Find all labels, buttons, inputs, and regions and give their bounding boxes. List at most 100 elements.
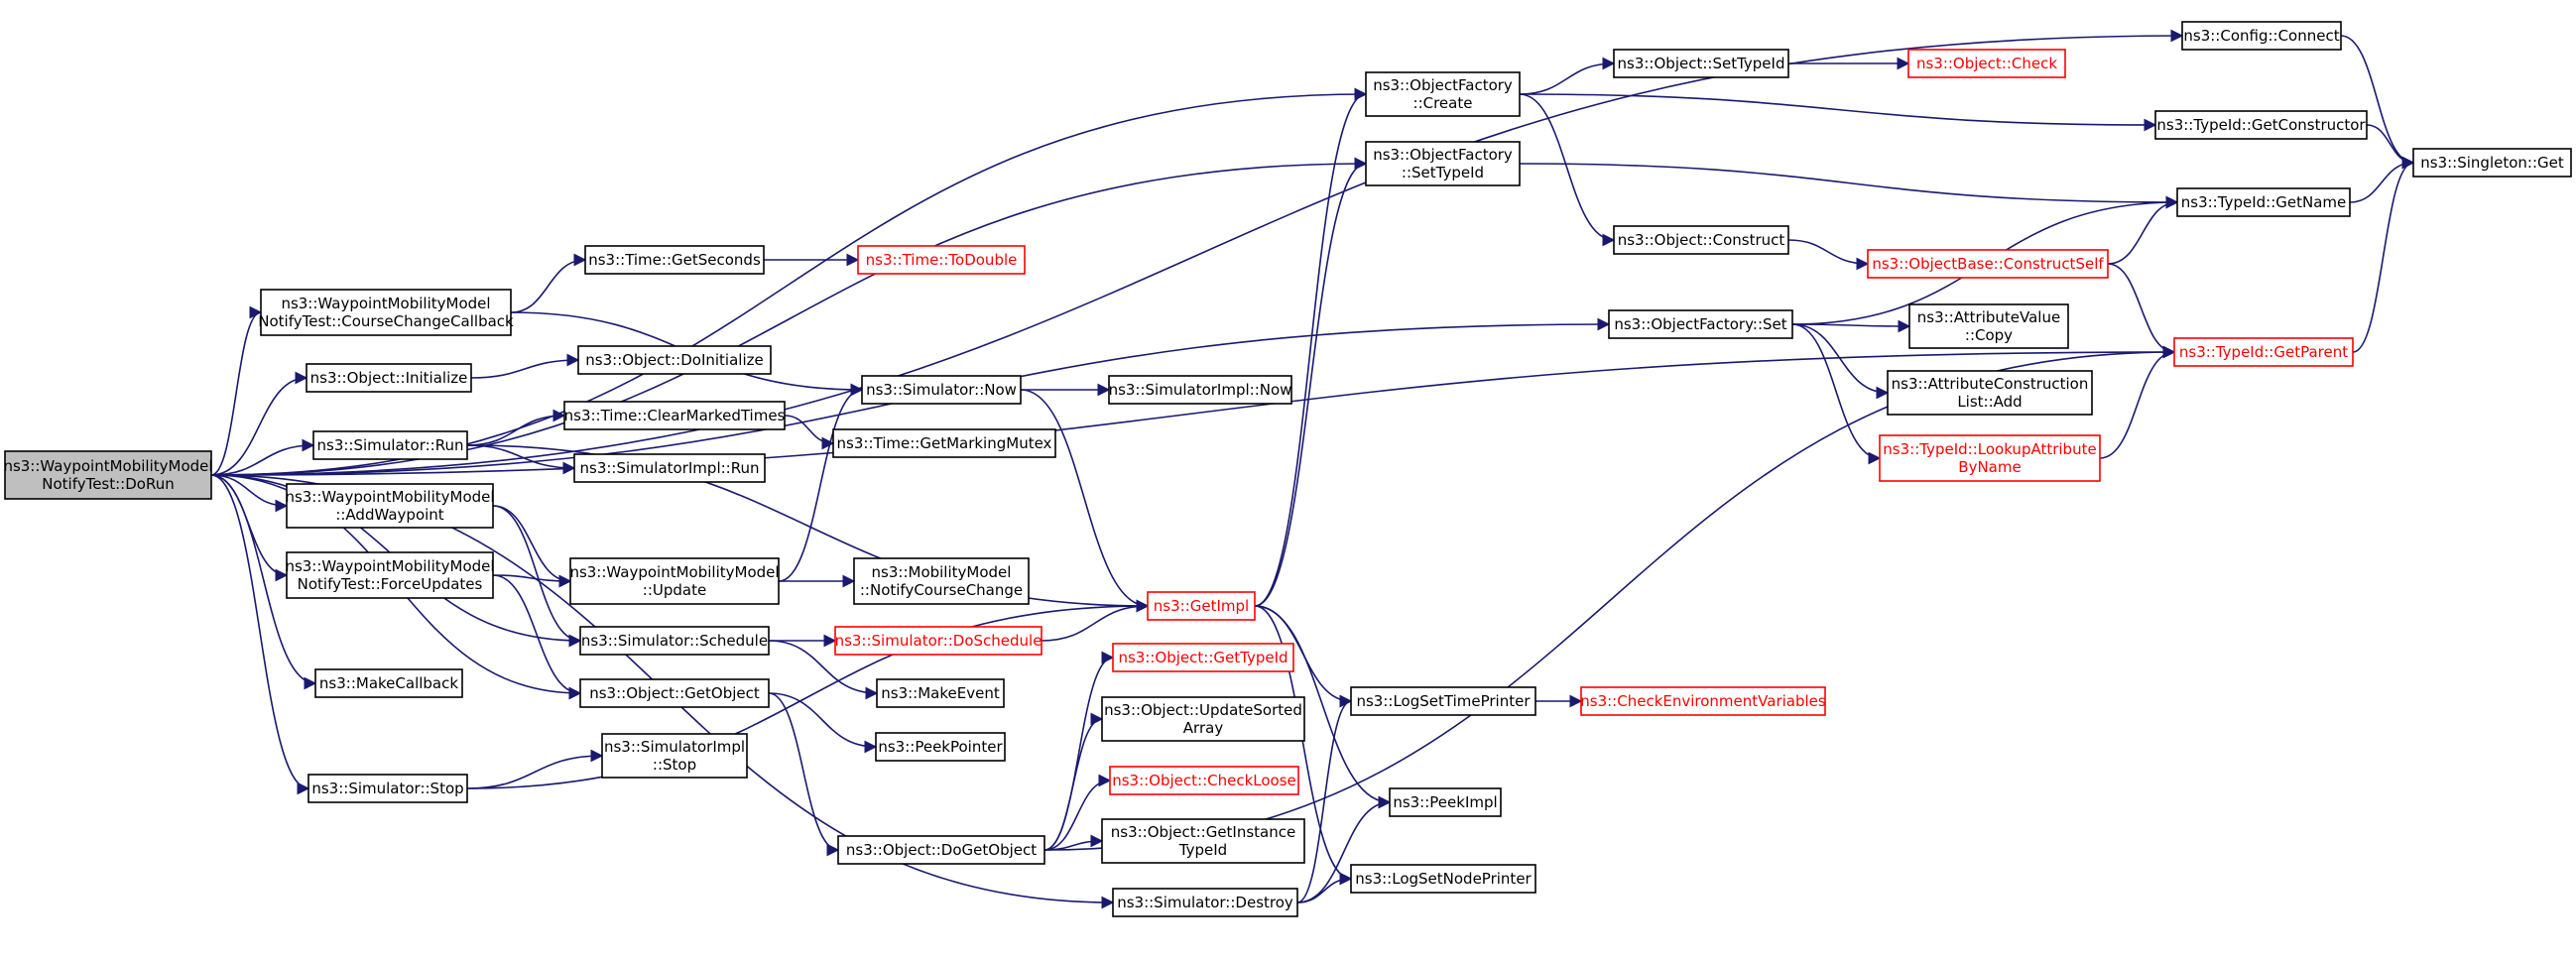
node-label: ns3::CheckEnvironmentVariables: [1580, 692, 1826, 710]
edge-typeid_getname-to-singleton_get: [2349, 156, 2415, 203]
node-of_set[interactable]: ns3::ObjectFactory::Set: [1608, 309, 1793, 339]
node-box: [1887, 370, 2093, 416]
node-box: [875, 732, 1006, 762]
node-mm_notifycoursechange[interactable]: ns3::MobilityModel::NotifyCourseChange: [853, 557, 1030, 605]
edge-time_clearmarked-to-time_getmarkingmutex: [784, 415, 835, 450]
node-simimpl_now[interactable]: ns3::SimulatorImpl::Now: [1108, 375, 1292, 405]
node-sim_now[interactable]: ns3::Simulator::Now: [861, 375, 1022, 405]
node-obj_gettypeid[interactable]: ns3::Object::GetTypeId: [1112, 643, 1294, 672]
node-checkenvvars[interactable]: ns3::CheckEnvironmentVariables: [1580, 686, 1826, 716]
node-time_todouble[interactable]: ns3::Time::ToDouble: [857, 245, 1026, 275]
node-typeid_getconstructor[interactable]: ns3::TypeId::GetConstructor: [2154, 110, 2368, 140]
edge-path: [1519, 93, 2157, 132]
node-box: [601, 733, 748, 779]
node-obj_dogetobject[interactable]: ns3::Object::DoGetObject: [837, 835, 1045, 865]
node-wmm_forceupdates[interactable]: ns3::WaypointMobilityModelNotifyTest::Fo…: [285, 551, 495, 599]
node-label: ns3::Object::GetTypeId: [1118, 649, 1288, 666]
edge-wmm_update-to-sim_now: [778, 383, 864, 582]
node-obj_construct[interactable]: ns3::Object::Construct: [1613, 225, 1789, 255]
node-of_create[interactable]: ns3::ObjectFactory::Create: [1365, 71, 1521, 117]
edge-typeid_lookupattr-to-typeid_getparent: [2099, 345, 2176, 459]
node-sim_destroy[interactable]: ns3::Simulator::Destroy: [1112, 888, 1298, 917]
node-obj_getobject[interactable]: ns3::Object::GetObject: [579, 678, 770, 708]
node-simimpl_stop[interactable]: ns3::SimulatorImpl::Stop: [601, 733, 748, 779]
node-box: [853, 557, 1030, 605]
node-label: ::SetTypeId: [1402, 164, 1484, 181]
edge-sim_stop-to-getimpl: [466, 599, 1150, 789]
edge-path: [768, 640, 879, 700]
node-label: ns3::LogSetNodePrinter: [1355, 870, 1532, 888]
node-root[interactable]: ns3::WaypointMobilityModelNotifyTest::Do…: [3, 450, 213, 500]
edge-path: [1519, 93, 1616, 247]
edge-path: [1296, 795, 1392, 903]
node-label: ns3::MakeCallback: [319, 674, 458, 692]
node-typeid_getparent[interactable]: ns3::TypeId::GetParent: [2173, 337, 2354, 367]
node-logsetnodeprinter[interactable]: ns3::LogSetNodePrinter: [1350, 864, 1536, 894]
edge-wmm_addwaypoint-to-wmm_update: [492, 505, 572, 588]
node-simimpl_run[interactable]: ns3::SimulatorImpl::Run: [573, 453, 766, 483]
node-config_connect[interactable]: ns3::Config::Connect: [2181, 21, 2342, 51]
node-label: ns3::MobilityModel: [872, 563, 1012, 581]
node-label: ns3::Object::UpdateSorted: [1104, 701, 1302, 719]
edge-obj_construct-to-objbase_constructself: [1787, 239, 1870, 271]
node-sim_stop[interactable]: ns3::Simulator::Stop: [307, 774, 468, 803]
node-obj_checkloose[interactable]: ns3::Object::CheckLoose: [1109, 766, 1299, 795]
node-typeid_getname[interactable]: ns3::TypeId::GetName: [2176, 187, 2351, 217]
edge-path: [1791, 319, 1911, 333]
node-objbase_constructself[interactable]: ns3::ObjectBase::ConstructSelf: [1867, 249, 2109, 279]
node-box: [1101, 818, 1305, 864]
edge-path: [2107, 263, 2176, 359]
node-box: [857, 245, 1026, 275]
node-sim_doschedule[interactable]: ns3::Simulator::DoSchedule: [834, 626, 1043, 656]
node-label: ns3::SimulatorImpl: [604, 738, 745, 756]
node-time_getmarkingmutex[interactable]: ns3::Time::GetMarkingMutex: [832, 428, 1056, 458]
node-label: ns3::Simulator::Stop: [311, 780, 463, 797]
edge-path: [1296, 872, 1353, 903]
edge-root-to-obj_initialize: [210, 371, 308, 476]
edge-path: [1519, 163, 2179, 209]
node-makecallback[interactable]: ns3::MakeCallback: [314, 668, 463, 698]
node-peekimpl[interactable]: ns3::PeekImpl: [1389, 787, 1502, 817]
node-wmm_update[interactable]: ns3::WaypointMobilityModel::Update: [569, 557, 780, 605]
edge-path: [1519, 57, 1616, 95]
node-time_clearmarked[interactable]: ns3::Time::ClearMarkedTimes: [563, 401, 786, 430]
node-sim_run[interactable]: ns3::Simulator::Run: [312, 430, 468, 460]
node-obj_check[interactable]: ns3::Object::Check: [1907, 49, 2066, 78]
node-obj_settypeid[interactable]: ns3::Object::SetTypeId: [1613, 49, 1789, 78]
node-obj_doinitialize[interactable]: ns3::Object::DoInitialize: [577, 345, 772, 375]
node-singleton_get[interactable]: ns3::Singleton::Get: [2412, 148, 2572, 178]
node-label: ns3::Object::SetTypeId: [1618, 55, 1785, 72]
node-time_getseconds[interactable]: ns3::Time::GetSeconds: [584, 245, 765, 275]
node-box: [569, 557, 780, 605]
edge-path: [1791, 323, 1882, 465]
node-makeevent[interactable]: ns3::MakeEvent: [876, 678, 1005, 708]
node-label: ns3::AttributeValue: [1917, 308, 2060, 326]
node-peekpointer[interactable]: ns3::PeekPointer: [875, 732, 1006, 762]
node-course_change_cb[interactable]: ns3::WaypointMobilityModelNotifyTest::Co…: [258, 289, 514, 336]
node-logsettimeprinter[interactable]: ns3::LogSetTimePrinter: [1350, 686, 1536, 716]
node-sim_schedule[interactable]: ns3::Simulator::Schedule: [579, 626, 770, 656]
edge-wmm_forceupdates-to-wmm_update: [492, 574, 572, 588]
node-wmm_addwaypoint[interactable]: ns3::WaypointMobilityModel::AddWaypoint: [285, 483, 495, 529]
node-box: [579, 626, 770, 656]
node-getimpl[interactable]: ns3::GetImpl: [1147, 591, 1256, 621]
node-attrvalue_copy[interactable]: ns3::AttributeValue::Copy: [1908, 303, 2069, 349]
node-label: NotifyTest::DoRun: [42, 475, 174, 493]
edge-path: [210, 87, 1368, 476]
node-of_settypeid[interactable]: ns3::ObjectFactory::SetTypeId: [1365, 141, 1521, 186]
edge-sim_stop-to-simimpl_stop: [466, 749, 604, 789]
node-label: ns3::Object::DoGetObject: [846, 841, 1037, 859]
node-label: ns3::WaypointMobilityModel: [569, 563, 779, 581]
node-label: ns3::Object::Check: [1916, 55, 2057, 72]
edge-wmm_addwaypoint-to-sim_schedule: [492, 505, 582, 648]
node-box: [1608, 309, 1793, 339]
node-obj_initialize[interactable]: ns3::Object::Initialize: [306, 363, 472, 393]
node-label: ns3::TypeId::LookupAttribute: [1883, 440, 2096, 458]
node-label: ns3::WaypointMobilityModel: [281, 295, 490, 312]
node-box: [1365, 71, 1521, 117]
